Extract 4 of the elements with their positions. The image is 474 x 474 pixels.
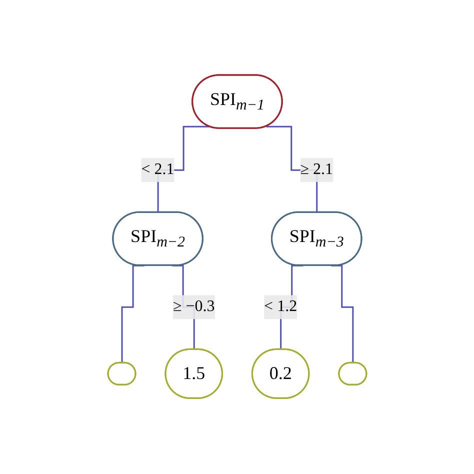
edge-label: < 2.1: [141, 161, 174, 178]
edge-label: < 1.2: [264, 298, 297, 316]
edge-label: ≥ −0.3: [172, 298, 215, 316]
edge-label: ≥ 2.1: [300, 161, 333, 178]
